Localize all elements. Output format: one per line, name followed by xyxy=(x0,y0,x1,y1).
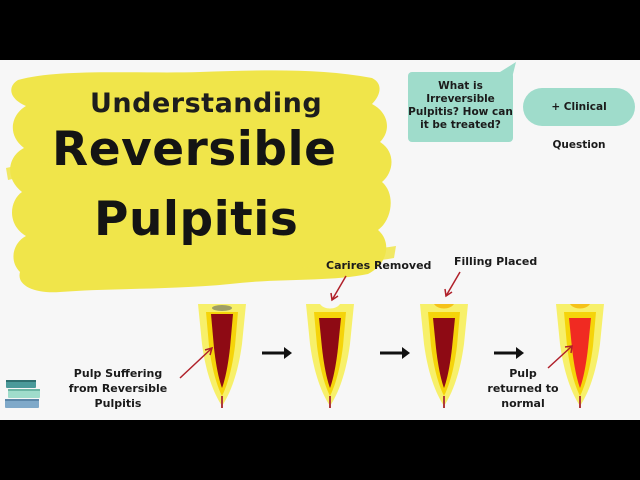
label-caries-removed: Carires Removed xyxy=(326,259,432,272)
tooth-1 xyxy=(198,304,246,408)
title-line-1: Understanding xyxy=(90,88,323,119)
label-pulp-suffering: Pulp Suffering from Reversible Pulpitis xyxy=(68,367,168,410)
arrow-right-icon-3 xyxy=(494,347,524,359)
tooth-4-pulp xyxy=(569,318,591,388)
letterbox-top xyxy=(0,0,640,60)
tooth-2 xyxy=(306,304,354,408)
title-line-2: Reversible xyxy=(52,122,337,177)
tooth-1-pulp xyxy=(211,314,233,388)
tooth-2-cavity xyxy=(320,304,340,309)
arrow-right-icon-1 xyxy=(262,347,292,359)
clinical-question-bubble: + Clinical Question xyxy=(523,88,635,151)
yellow-brush-highlight xyxy=(10,70,392,293)
tooth-3-filling xyxy=(434,304,454,309)
letterbox-bottom xyxy=(0,420,640,480)
tooth-1-caries xyxy=(212,305,232,311)
slide: Understanding Reversible Pulpitis What i… xyxy=(0,60,640,420)
yellow-brush-streak-2 xyxy=(300,246,396,268)
pointer-arrow-pulp-suffering xyxy=(179,346,214,379)
tooth-4 xyxy=(556,304,604,408)
tooth-3-pulp xyxy=(433,318,455,388)
books-icon xyxy=(5,380,40,408)
tooth-4-filling xyxy=(570,304,590,309)
pointer-arrow-pulp-returned xyxy=(547,345,573,369)
label-filling-placed: Filling Placed xyxy=(454,255,538,268)
scene-graphics xyxy=(6,62,604,408)
question-bubble: What is Irreversible Pulpitis? How can i… xyxy=(408,72,513,142)
label-pulp-returned: Pulp returned to normal xyxy=(487,367,559,410)
pointer-arrow-filling xyxy=(444,271,461,298)
arrow-right-icon-2 xyxy=(380,347,410,359)
title-line-3: Pulpitis xyxy=(94,192,299,247)
tooth-3 xyxy=(420,304,468,408)
tooth-2-pulp xyxy=(319,318,341,388)
title-block: Understanding Reversible Pulpitis xyxy=(0,60,400,300)
pointer-arrow-caries xyxy=(330,275,347,302)
yellow-brush-streak xyxy=(6,160,120,180)
